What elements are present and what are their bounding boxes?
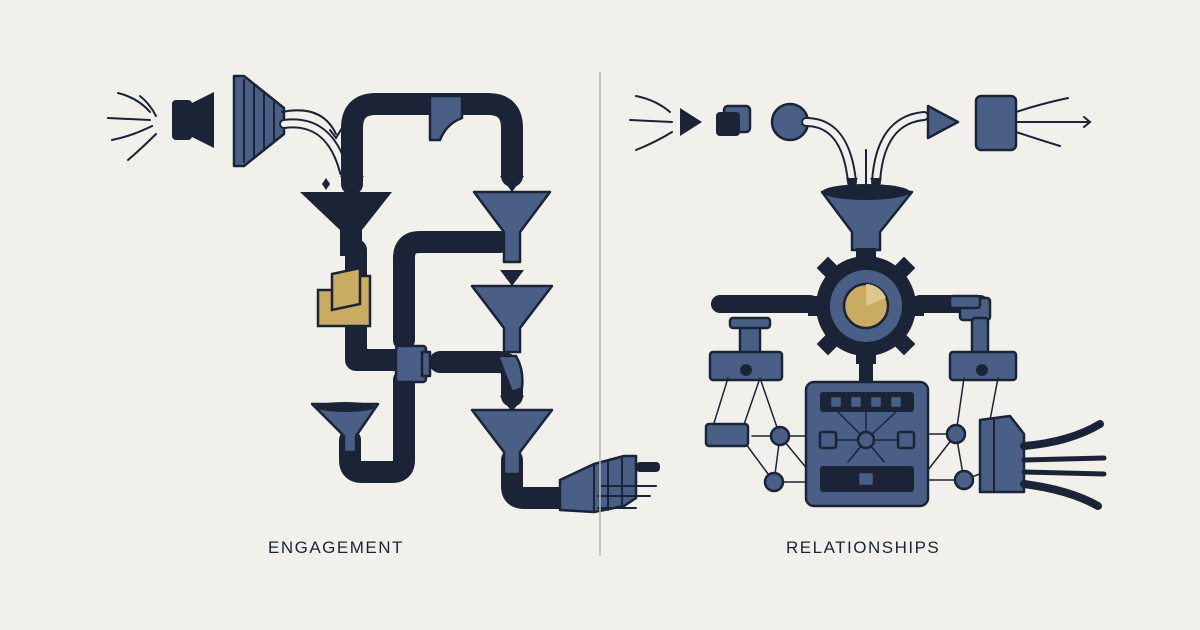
funnel-icon: [300, 192, 392, 256]
control-panel-icon: [804, 351, 930, 508]
relationships-diagram: [629, 94, 1107, 510]
cable-connector-icon: [978, 414, 1107, 510]
pipe-elbow-icon: [428, 94, 464, 142]
megaphone-icon: [232, 74, 286, 168]
square-block-icon: [974, 94, 1018, 152]
funnel-icon: [470, 408, 554, 476]
arrow-head-icon: [340, 176, 364, 192]
curved-arrow-icon: [801, 111, 929, 188]
speaker-icon: [172, 92, 214, 148]
curved-arrow-icon: [279, 109, 349, 177]
power-plug-icon: [558, 454, 660, 514]
funnel-icon: [310, 402, 380, 454]
play-icon: [926, 104, 960, 140]
sound-lines-icon: [629, 95, 673, 151]
funnel-icon: [820, 184, 914, 252]
sound-lines-icon: [107, 92, 157, 161]
stacked-squares-icon: [716, 104, 752, 136]
engagement-diagram: [107, 74, 660, 514]
arrow-head-icon: [500, 176, 524, 192]
arrow-head-icon: [500, 396, 524, 412]
pipe-coupling-icon: [394, 344, 432, 384]
sparkle-icon: [322, 178, 330, 190]
pie-gauge-icon: [842, 282, 890, 330]
folder-icon: [316, 266, 372, 328]
relationships-label: RELATIONSHIPS: [786, 538, 941, 557]
robot-arm-icon: [948, 294, 1018, 382]
engagement-label: ENGAGEMENT: [268, 538, 404, 557]
funnel-icon: [472, 190, 552, 264]
robot-arm-icon: [708, 316, 784, 382]
output-arrows-icon: [1015, 97, 1092, 147]
node-network-icon: [704, 377, 999, 493]
play-icon: [680, 108, 702, 136]
pipe-elbow-icon: [496, 354, 524, 394]
arrow-head-icon: [500, 270, 524, 286]
funnel-icon: [470, 284, 554, 354]
